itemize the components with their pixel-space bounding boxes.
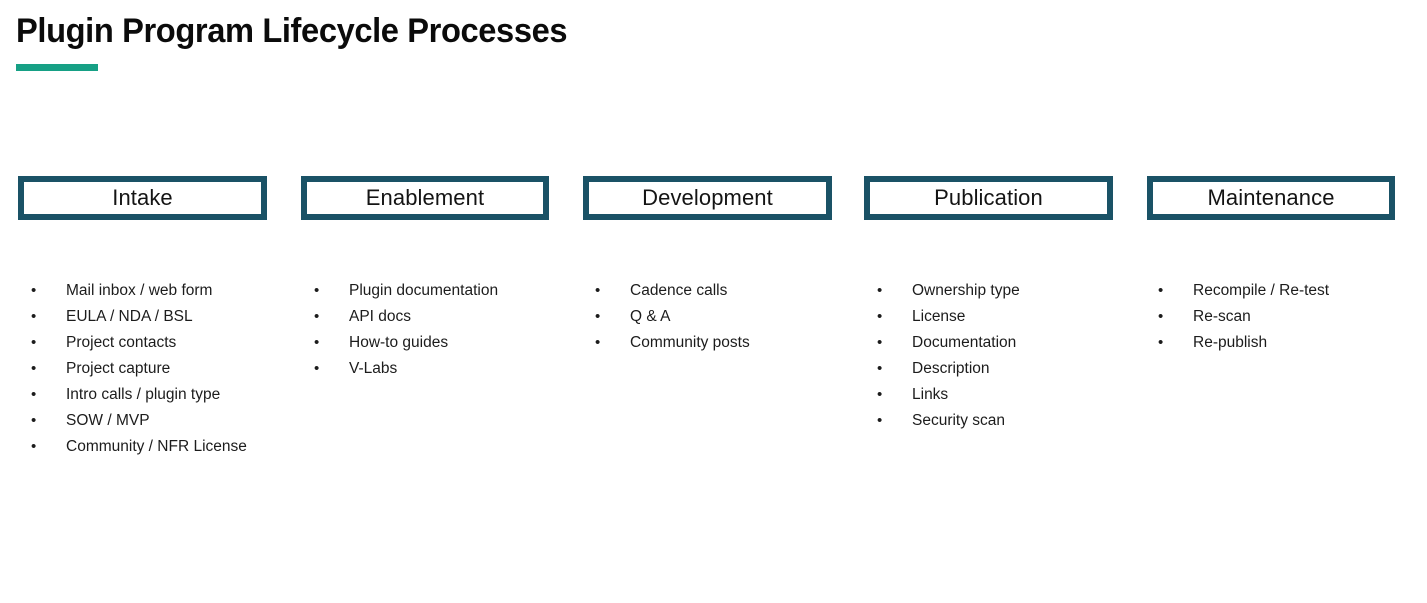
list-item: • Project capture — [28, 356, 308, 382]
list-item-label: EULA / NDA / BSL — [66, 308, 193, 325]
list-item: • Links — [874, 382, 1154, 408]
bullet-point-icon: • — [314, 334, 320, 351]
stage-label-development: Development — [642, 185, 773, 210]
list-item-label: Description — [912, 360, 990, 377]
list-item-label: Community / NFR License — [66, 438, 247, 455]
bullet-list-enablement: • Plugin documentation • API docs • How-to gu… — [311, 278, 591, 382]
list-item: • EULA / NDA / BSL — [28, 304, 308, 330]
list-item: • Recompile / Re-test — [1155, 278, 1427, 304]
list-item-label: Plugin documentation — [349, 282, 499, 299]
list-item: • Plugin documentation — [311, 278, 591, 304]
bullet-point-icon: • — [31, 412, 37, 429]
list-item: • Description — [874, 356, 1154, 382]
bullet-list-development: • Cadence calls • Q & A • Community posts — [592, 278, 872, 356]
list-item: • Re-scan — [1155, 304, 1427, 330]
list-item: • Community posts — [592, 330, 872, 356]
bullet-point-icon: • — [314, 308, 320, 325]
list-item-label: Recompile / Re-test — [1193, 282, 1330, 299]
bullet-point-icon: • — [1158, 334, 1164, 351]
list-item: • Community / NFR License — [28, 434, 308, 460]
stage-label-publication: Publication — [934, 185, 1043, 210]
list-item: • Ownership type — [874, 278, 1154, 304]
bullet-list-intake: •Mail inbox / web form•EULA / NDA / BSL•… — [28, 278, 308, 460]
bullet-point-icon: • — [877, 412, 883, 429]
stage-label-intake: Intake — [112, 185, 173, 210]
bullet-point-icon: • — [31, 334, 37, 351]
bullet-point-icon: • — [1158, 282, 1164, 299]
list-item-label: Cadence calls — [630, 282, 728, 299]
title-block: Plugin Program Lifecycle Processes — [16, 9, 1016, 71]
list-item-label: Re-publish — [1193, 334, 1268, 351]
list-item-label: Mail inbox / web form — [66, 282, 213, 299]
page-title: Plugin Program Lifecycle Processes — [16, 12, 568, 50]
bullet-point-icon: • — [31, 282, 37, 299]
list-item-label: Security scan — [912, 412, 1006, 429]
stage-box-publication[interactable]: Publication — [864, 176, 1113, 220]
list-item: • Cadence calls — [592, 278, 872, 304]
bullet-point-icon: • — [595, 334, 601, 351]
stage-box-intake[interactable]: Intake — [18, 176, 267, 220]
bullet-point-icon: • — [877, 386, 883, 403]
bullet-point-icon: • — [314, 360, 320, 377]
bullet-point-icon: • — [877, 308, 883, 325]
bullet-point-icon: • — [31, 360, 37, 377]
bullet-point-icon: • — [314, 282, 320, 299]
list-item-label: V-Labs — [349, 360, 398, 377]
list-item-label: Documentation — [912, 334, 1017, 351]
list-item: • Q & A — [592, 304, 872, 330]
bullet-point-icon: • — [595, 308, 601, 325]
list-item: • Documentation — [874, 330, 1154, 356]
title-accent-bar — [16, 64, 98, 71]
bullet-point-icon: • — [31, 386, 37, 403]
bullet-point-icon: • — [595, 282, 601, 299]
list-item-label: Re-scan — [1193, 308, 1251, 325]
list-item: • License — [874, 304, 1154, 330]
bullet-point-icon: • — [877, 282, 883, 299]
stage-box-maintenance[interactable]: Maintenance — [1147, 176, 1395, 220]
list-item-label: How-to guides — [349, 334, 449, 351]
list-item-label: Ownership type — [912, 282, 1020, 299]
list-item: • V-Labs — [311, 356, 591, 382]
list-item-label: Project contacts — [66, 334, 177, 351]
list-item-label: Q & A — [630, 308, 671, 325]
bullet-list-maintenance: • Recompile / Re-test • Re-scan • Re-publish — [1155, 278, 1427, 356]
stage-box-development[interactable]: Development — [583, 176, 832, 220]
stage-label-maintenance: Maintenance — [1207, 185, 1335, 210]
list-item-label: Project capture — [66, 360, 171, 377]
list-item-label: Community posts — [630, 334, 750, 351]
list-item: • Intro calls / plugin type — [28, 382, 308, 408]
list-item-label: Intro calls / plugin type — [66, 386, 221, 403]
stage-box-enablement[interactable]: Enablement — [301, 176, 549, 220]
bullet-point-icon: • — [1158, 308, 1164, 325]
list-item: • Mail inbox / web form — [28, 278, 308, 304]
stage-label-enablement: Enablement — [365, 185, 485, 210]
list-item-label: SOW / MVP — [66, 412, 150, 429]
bullet-list-publication: • Ownership type • License • Documentation • De… — [874, 278, 1154, 434]
list-item-label: License — [912, 308, 966, 325]
list-item: • How-to guides — [311, 330, 591, 356]
list-item: • Re-publish — [1155, 330, 1427, 356]
list-item: • Security scan — [874, 408, 1154, 434]
bullet-point-icon: • — [31, 308, 37, 325]
list-item-label: API docs — [349, 308, 412, 325]
bullet-point-icon: • — [877, 360, 883, 377]
stage-header-row: Intake Enablement Development Publicatio… — [0, 176, 1427, 222]
list-item: • Project contacts — [28, 330, 308, 356]
bullet-point-icon: • — [877, 334, 883, 351]
list-item-label: Links — [912, 386, 949, 403]
bullet-point-icon: • — [31, 438, 37, 455]
list-item: • SOW / MVP — [28, 408, 308, 434]
list-item: • API docs — [311, 304, 591, 330]
